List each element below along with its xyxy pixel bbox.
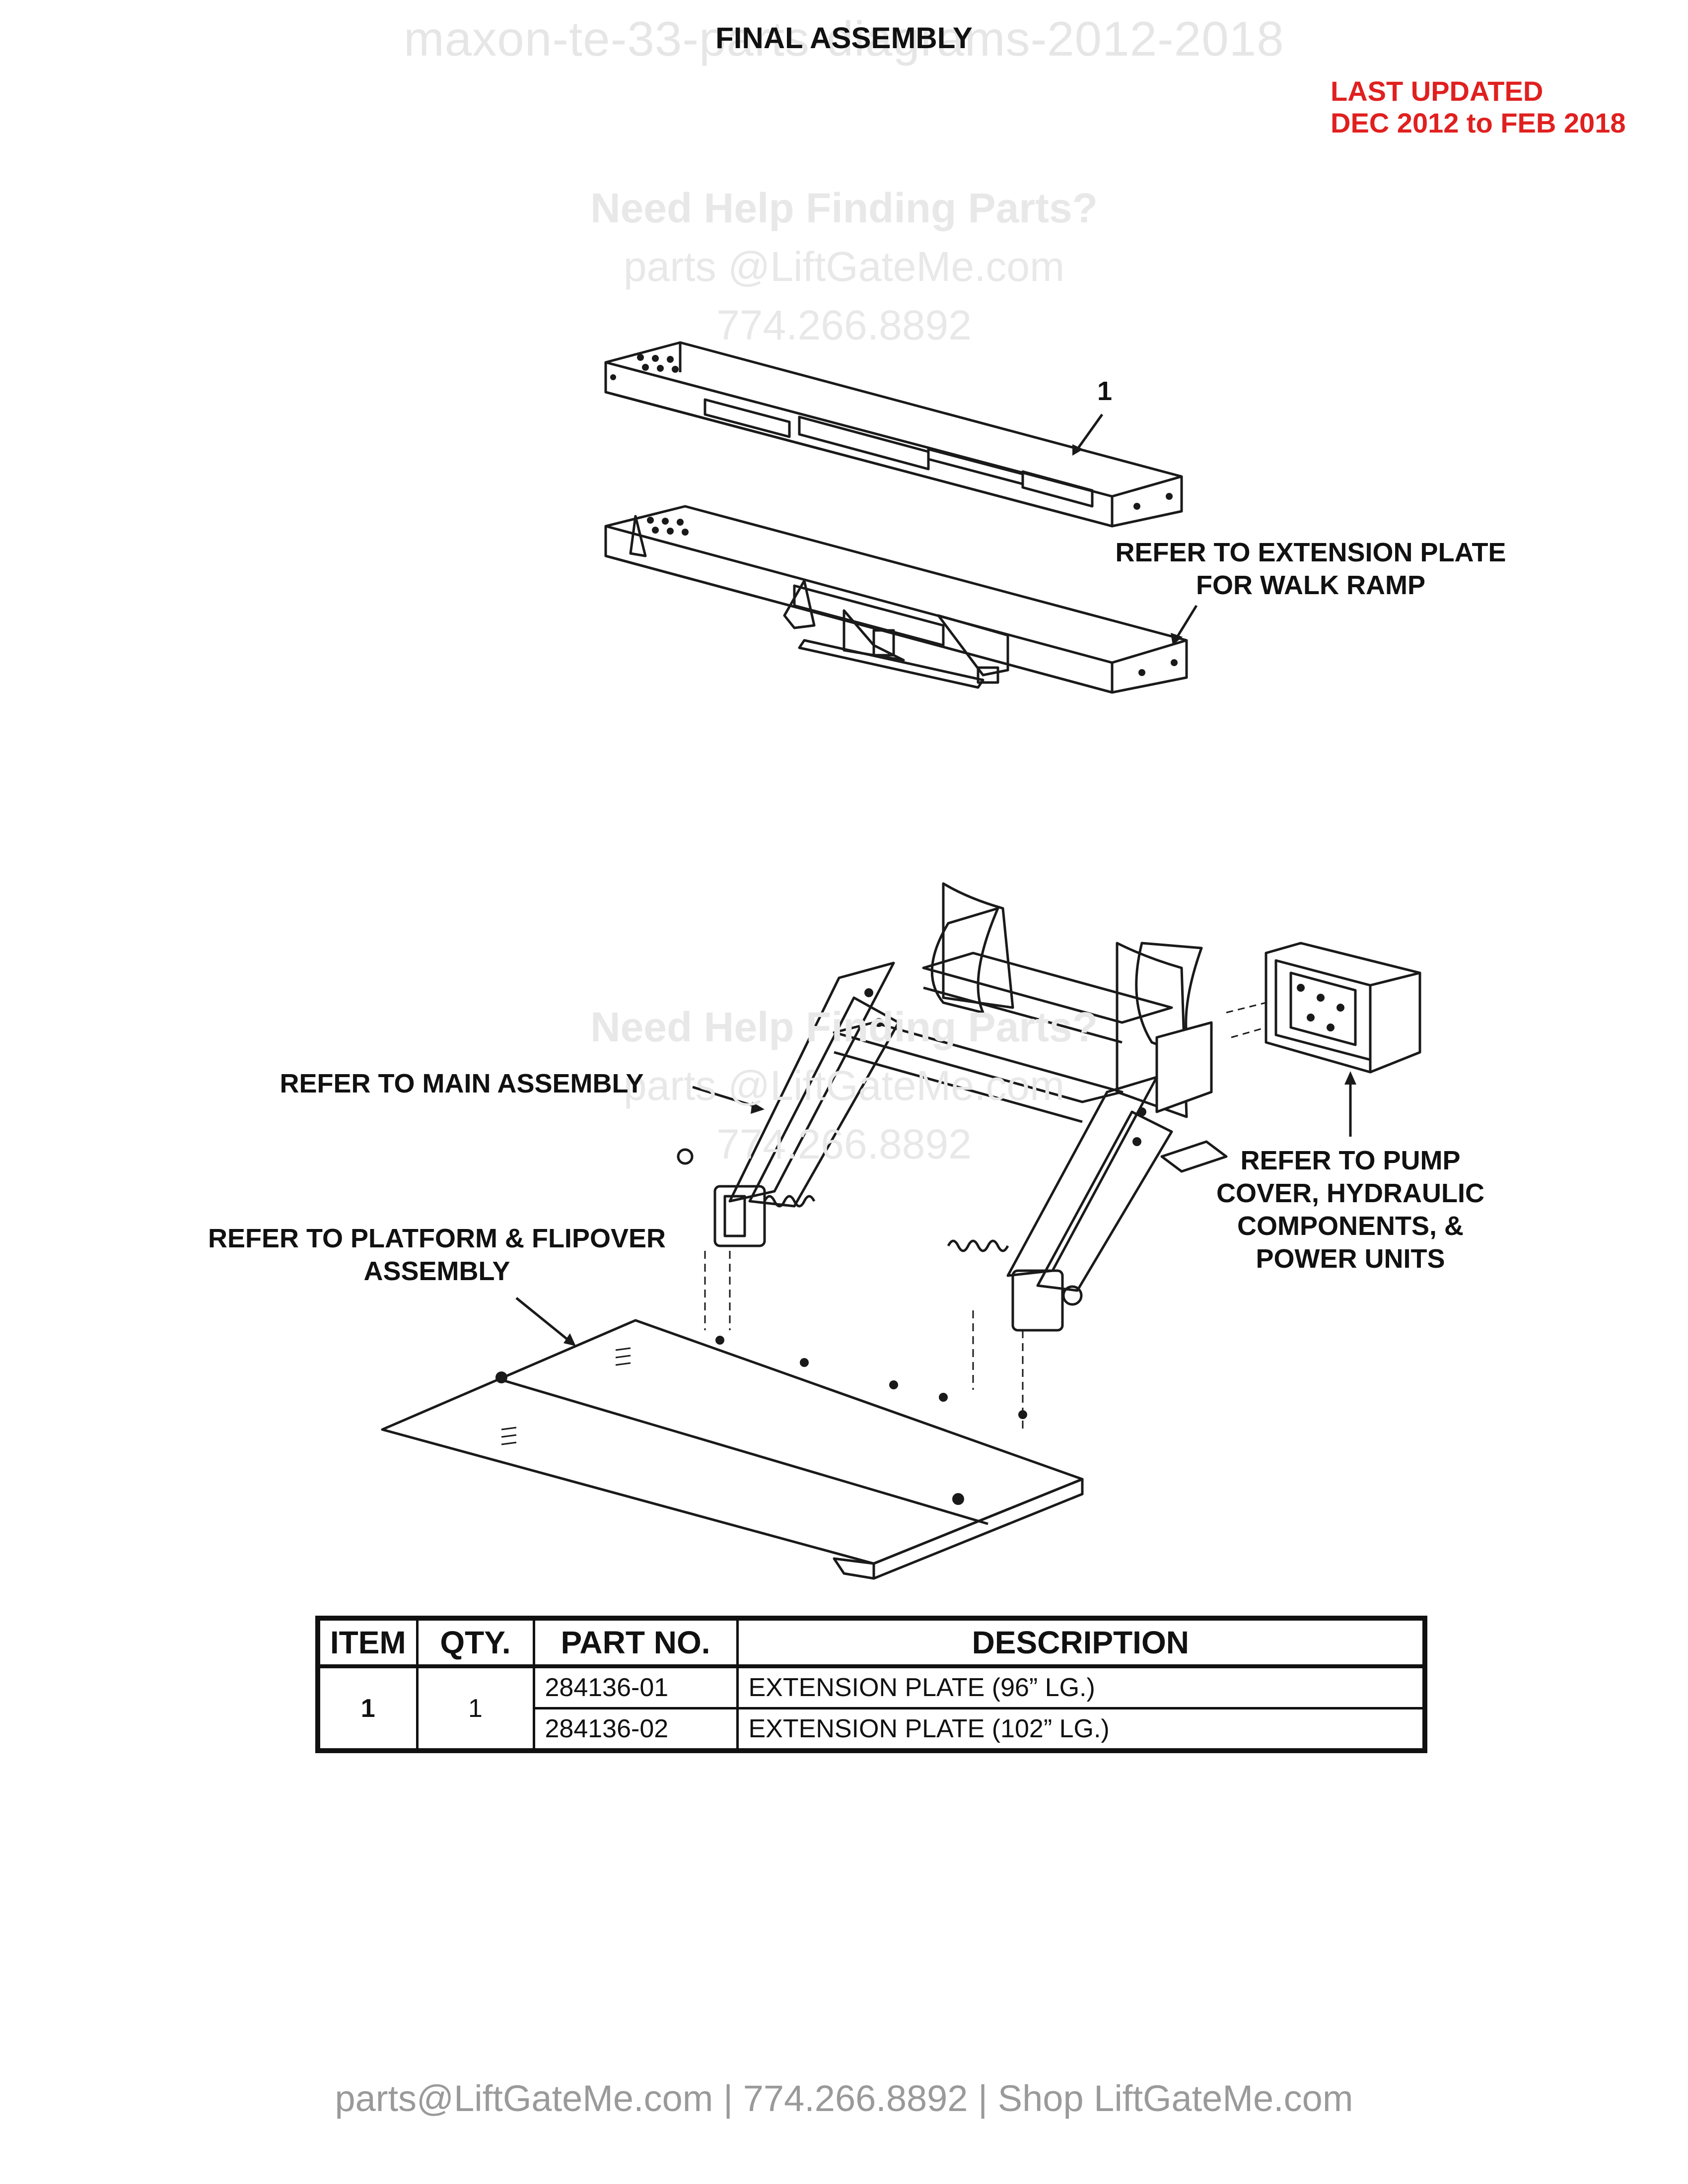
last-updated-note: LAST UPDATED DEC 2012 to FEB 2018 xyxy=(1331,75,1625,139)
footer-contact: parts@LiftGateMe.com | 774.266.8892 | Sh… xyxy=(335,2078,1353,2119)
platform-callout-line-2: ASSEMBLY xyxy=(363,1256,510,1286)
last-updated-range: DEC 2012 to FEB 2018 xyxy=(1331,107,1626,138)
extension-plate-callout: REFER TO EXTENSION PLATE FOR WALK RAMP xyxy=(1082,536,1539,602)
extension-plate-callout-line-2: FOR WALK RAMP xyxy=(1196,570,1425,600)
table-header-row: ITEM QTY. PART NO. DESCRIPTION xyxy=(316,1617,1426,1668)
help-heading-2: Need Help Finding Parts? xyxy=(590,1004,1098,1050)
item-1-leader xyxy=(1076,413,1104,450)
pump-callout-line-4: POWER UNITS xyxy=(1256,1244,1445,1274)
cell-description: EXTENSION PLATE (102” LG.) xyxy=(736,1707,1426,1752)
extension-plate-callout-line-1: REFER TO EXTENSION PLATE xyxy=(1115,538,1506,567)
watermark-text: maxon-te-33-parts-diagrams-2012-2018 xyxy=(404,11,1284,66)
pump-callout: REFER TO PUMP COVER, HYDRAULIC COMPONENT… xyxy=(1192,1144,1509,1275)
platform-leader xyxy=(515,1297,569,1341)
help-phone: 774.266.8892 xyxy=(716,302,972,348)
help-watermark-middle: Need Help Finding Parts? parts @LiftGate… xyxy=(0,998,1688,1173)
parts-table: ITEM QTY. PART NO. DESCRIPTION 1 1 28413… xyxy=(315,1616,1427,1753)
cell-part-no: 284136-02 xyxy=(532,1707,739,1752)
header-description: DESCRIPTION xyxy=(736,1617,1426,1668)
table-row: 284136-02 EXTENSION PLATE (102” LG.) xyxy=(318,1707,1426,1752)
item-1-callout: 1 xyxy=(1097,376,1113,406)
main-assembly xyxy=(677,882,1228,1332)
pump-callout-line-1: REFER TO PUMP xyxy=(1240,1146,1461,1175)
cell-description: EXTENSION PLATE (96” LG.) xyxy=(736,1665,1426,1709)
extension-plate-upper xyxy=(604,341,1183,528)
pump-unit xyxy=(1226,942,1421,1074)
last-updated-label: LAST UPDATED xyxy=(1331,75,1544,107)
pump-callout-line-2: COVER, HYDRAULIC xyxy=(1216,1178,1485,1208)
cell-part-no: 284136-01 xyxy=(532,1665,739,1709)
help-phone-2: 774.266.8892 xyxy=(716,1121,972,1167)
cell-qty: 1 xyxy=(416,1665,535,1752)
platform-callout-line-1: REFER TO PLATFORM & FLIPOVER xyxy=(208,1224,666,1253)
help-email-2: parts @LiftGateMe.com xyxy=(623,1062,1065,1109)
cell-item: 1 xyxy=(316,1665,419,1752)
platform-callout: REFER TO PLATFORM & FLIPOVER ASSEMBLY xyxy=(199,1222,675,1288)
header-item: ITEM xyxy=(316,1617,419,1668)
help-email: parts @LiftGateMe.com xyxy=(623,243,1065,290)
header-part-no: PART NO. xyxy=(532,1617,739,1668)
main-assembly-callout: REFER TO MAIN ASSEMBLY xyxy=(280,1069,644,1098)
help-heading: Need Help Finding Parts? xyxy=(590,185,1098,231)
table-row: 1 1 284136-01 EXTENSION PLATE (96” LG.) xyxy=(316,1665,1426,1752)
page-title: FINAL ASSEMBLY xyxy=(715,21,973,55)
help-watermark-top: Need Help Finding Parts? parts @LiftGate… xyxy=(0,179,1688,354)
header-qty: QTY. xyxy=(416,1617,535,1668)
extension-plate-leader xyxy=(1175,605,1198,639)
platform xyxy=(381,1319,1084,1580)
main-assembly-leader xyxy=(692,1086,758,1108)
pump-callout-line-3: COMPONENTS, & xyxy=(1237,1211,1464,1241)
extension-plate-lower xyxy=(604,505,1188,694)
